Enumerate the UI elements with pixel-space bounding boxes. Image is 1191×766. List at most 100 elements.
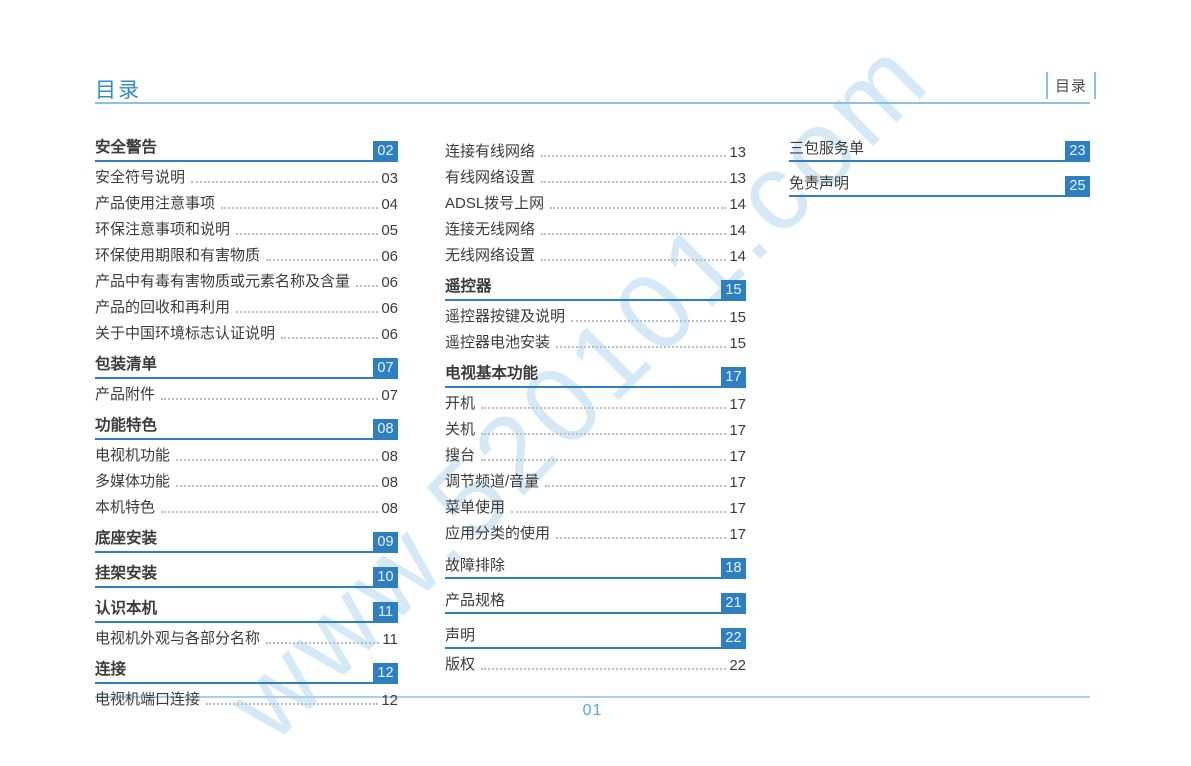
toc-item-label: 搜台 (445, 447, 476, 464)
toc-page-badge: 15 (721, 280, 746, 301)
toc-item-label: 产品中有毒有害物质或元素名称及含量 (95, 273, 351, 290)
toc-section-row: 免责声明 25 (789, 171, 1090, 197)
dot-leader (161, 511, 379, 513)
toc-item-label: 有线网络设置 (445, 169, 536, 186)
dot-leader (541, 259, 727, 261)
toc-page-number: 15 (729, 335, 746, 352)
dot-leader (556, 346, 727, 348)
dot-leader (356, 285, 379, 287)
toc-item-label: 安全符号说明 (95, 169, 186, 186)
dot-leader (541, 155, 727, 157)
toc-page-number: 12 (381, 692, 398, 709)
toc-section-label: 连接 (95, 661, 127, 679)
corner-section-tag: 目录 (1046, 72, 1097, 99)
dot-leader (556, 537, 727, 539)
toc-page-number: 17 (729, 526, 746, 543)
dot-leader (481, 459, 727, 461)
toc-page-number: 11 (382, 631, 398, 648)
dot-leader (206, 703, 379, 705)
toc-item-row: 本机特色 08 (95, 492, 398, 518)
toc-page-number: 14 (729, 248, 746, 265)
toc-page-number: 14 (729, 222, 746, 239)
toc-page-number: 08 (381, 474, 398, 491)
corner-right-bar (1094, 72, 1097, 99)
toc-item-label: 版权 (445, 656, 476, 673)
toc-item-label: ADSL拨号上网 (445, 195, 545, 212)
toc-section-label: 挂架安装 (95, 565, 158, 583)
toc-page-number: 08 (381, 448, 398, 465)
dot-leader (541, 181, 727, 183)
toc-page-badge: 25 (1065, 176, 1090, 197)
toc-item-label: 产品使用注意事项 (95, 195, 216, 212)
toc-item-row: 电视机功能 08 (95, 440, 398, 466)
toc-page-number: 15 (729, 309, 746, 326)
toc-section-label: 安全警告 (95, 139, 158, 157)
toc-page-number: 05 (381, 222, 398, 239)
toc-section-label: 认识本机 (95, 600, 158, 618)
toc-page-badge: 08 (373, 419, 398, 440)
toc-section-label: 包装清单 (95, 356, 158, 374)
toc-item-row: 开机 17 (445, 388, 746, 414)
dot-leader (176, 485, 379, 487)
toc-item-label: 开机 (445, 395, 476, 412)
toc-item-label: 无线网络设置 (445, 247, 536, 264)
toc-item-row: 无线网络设置 14 (445, 240, 746, 266)
page-title: 目录 (95, 79, 141, 102)
toc-section-label: 三包服务单 (789, 139, 865, 157)
toc-item-row: 遥控器电池安装 15 (445, 327, 746, 353)
toc-section-row: 遥控器 15 (445, 275, 746, 301)
toc-page-badge: 07 (373, 358, 398, 379)
toc-item-label: 连接有线网络 (445, 143, 536, 160)
dot-leader (571, 320, 727, 322)
toc-item-label: 连接无线网络 (445, 221, 536, 238)
toc-page-number: 13 (729, 170, 746, 187)
toc-page-badge: 12 (373, 663, 398, 684)
toc-item-label: 本机特色 (95, 499, 156, 516)
toc-page-number: 17 (729, 396, 746, 413)
corner-left-bar (1046, 72, 1048, 99)
dot-leader (221, 207, 379, 209)
toc-item-label: 环保注意事项和说明 (95, 221, 231, 238)
toc-page-number: 06 (381, 300, 398, 317)
toc-item-label: 电视机端口连接 (95, 691, 201, 708)
toc-section-label: 免责声明 (789, 174, 850, 192)
toc-item-row: 多媒体功能 08 (95, 466, 398, 492)
toc-section-label: 遥控器 (445, 278, 492, 296)
toc-section-row: 包装清单 07 (95, 353, 398, 379)
toc-section-row: 功能特色 08 (95, 414, 398, 440)
toc-item-label: 应用分类的使用 (445, 525, 551, 542)
dot-leader (191, 181, 379, 183)
toc-section-label: 功能特色 (95, 417, 158, 435)
toc-item-label: 关于中国环境标志认证说明 (95, 325, 276, 342)
toc-item-label: 产品的回收和再利用 (95, 299, 231, 316)
toc-page-badge: 23 (1065, 141, 1090, 162)
dot-leader (511, 511, 727, 513)
toc-item-label: 环保使用期限和有害物质 (95, 247, 261, 264)
toc-page-badge: 18 (721, 558, 746, 579)
dot-leader (481, 407, 727, 409)
dot-leader (481, 668, 727, 670)
toc-item-label: 遥控器电池安装 (445, 334, 551, 351)
toc-item-row: 产品的回收和再利用 06 (95, 292, 398, 318)
toc-item-label: 电视机功能 (95, 447, 171, 464)
toc-item-label: 调节频道/音量 (445, 473, 540, 490)
toc-section-row: 三包服务单 23 (789, 136, 1090, 162)
toc-item-label: 多媒体功能 (95, 473, 171, 490)
dot-leader (161, 398, 379, 400)
dot-leader (236, 311, 379, 313)
toc-item-row: 电视机端口连接 12 (95, 684, 398, 710)
toc-page-number: 08 (381, 500, 398, 517)
